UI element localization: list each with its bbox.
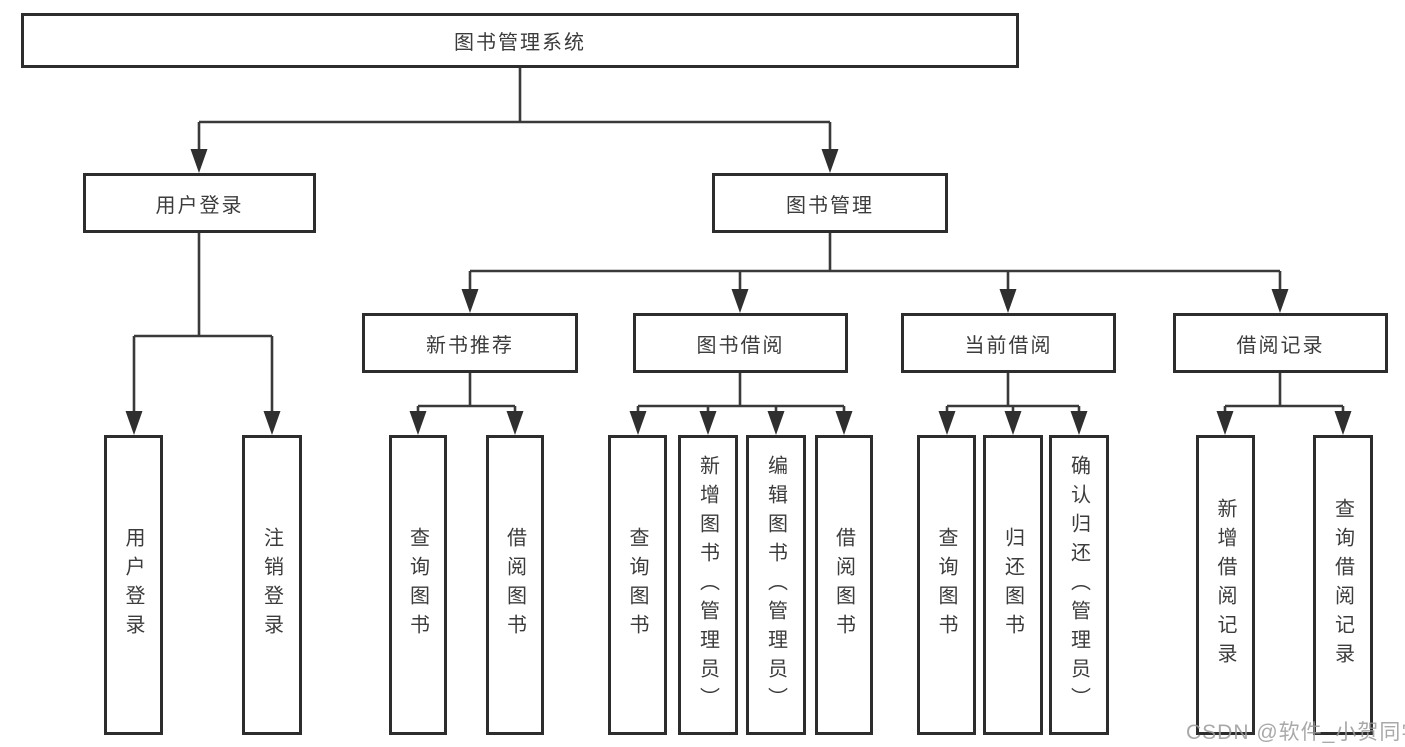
leaf-logout: 注销登录	[242, 435, 302, 735]
node-library-management-system: 图书管理系统	[21, 13, 1019, 68]
tree-edges	[132, 67, 1345, 411]
arrowhead-icon	[767, 411, 785, 435]
node-label: 查询图书	[935, 527, 957, 643]
node-label: 借阅图书	[503, 527, 526, 643]
arrowhead-icon	[1216, 411, 1234, 435]
arrowhead-icon	[1334, 411, 1352, 435]
node-label: 图书借阅	[696, 334, 785, 357]
leaf-add-books-admin: 新增图书（管理员）	[678, 435, 738, 735]
leaf-query-borrow-record: 查询借阅记录	[1313, 435, 1373, 735]
arrowhead-icon	[125, 411, 143, 435]
csdn-watermark: CSDN @软件_小贺同学	[1186, 721, 1405, 744]
arrowhead-icon	[461, 289, 479, 313]
leaf-query-books-recommend: 查询图书	[389, 435, 447, 735]
node-label: 查询图书	[626, 527, 648, 643]
node-borrowing-records: 借阅记录	[1173, 313, 1388, 373]
arrowhead-icon	[629, 411, 647, 435]
node-label: 查询图书	[406, 527, 429, 643]
arrowhead-icon	[190, 149, 208, 173]
arrowhead-icon	[1070, 411, 1088, 435]
node-label: 归还图书	[1001, 527, 1024, 643]
node-label: 图书管理系统	[454, 32, 586, 54]
node-label: 注销登录	[260, 527, 283, 643]
node-current-borrowing: 当前借阅	[901, 313, 1116, 373]
leaf-query-books-current: 查询图书	[917, 435, 976, 735]
node-user-login: 用户登录	[83, 173, 316, 233]
node-label: 图书管理	[786, 194, 874, 217]
node-book-management: 图书管理	[712, 173, 948, 233]
arrowhead-icon	[999, 289, 1017, 313]
node-label: 用户登录	[122, 527, 144, 643]
arrowhead-icon	[821, 149, 839, 173]
arrowhead-icon	[699, 411, 717, 435]
arrowhead-icon	[506, 411, 524, 435]
node-book-borrowing: 图书借阅	[633, 313, 848, 373]
leaf-confirm-return-admin: 确认归还（管理员）	[1049, 435, 1109, 735]
leaf-add-borrow-record: 新增借阅记录	[1196, 435, 1255, 735]
node-label: 新书推荐	[426, 334, 514, 357]
node-label: 编辑图书（管理员）	[764, 454, 787, 716]
node-label: 借阅记录	[1236, 334, 1325, 357]
arrowhead-icon	[835, 411, 853, 435]
node-label: 当前借阅	[964, 334, 1053, 357]
node-label: 新增图书（管理员）	[696, 454, 719, 716]
node-new-book-recommendation: 新书推荐	[362, 313, 578, 373]
node-label: 新增借阅记录	[1214, 498, 1236, 672]
leaf-edit-books-admin: 编辑图书（管理员）	[746, 435, 806, 735]
node-label: 用户登录	[155, 194, 244, 217]
arrowhead-icon	[938, 411, 956, 435]
arrowhead-icon	[731, 289, 749, 313]
arrowhead-icon	[1271, 289, 1289, 313]
leaf-borrow-books: 借阅图书	[815, 435, 873, 735]
arrowhead-icon	[263, 411, 281, 435]
node-label: 查询借阅记录	[1331, 498, 1354, 672]
leaf-return-books: 归还图书	[983, 435, 1043, 735]
arrowhead-icon	[1004, 411, 1022, 435]
node-label: 确认归还（管理员）	[1067, 454, 1090, 716]
leaf-borrow-books-recommend: 借阅图书	[486, 435, 544, 735]
arrowhead-icon	[409, 411, 427, 435]
leaf-query-books-borrow: 查询图书	[608, 435, 667, 735]
leaf-user-login: 用户登录	[104, 435, 163, 735]
arrowheads	[125, 149, 1352, 435]
node-label: 借阅图书	[832, 527, 855, 643]
